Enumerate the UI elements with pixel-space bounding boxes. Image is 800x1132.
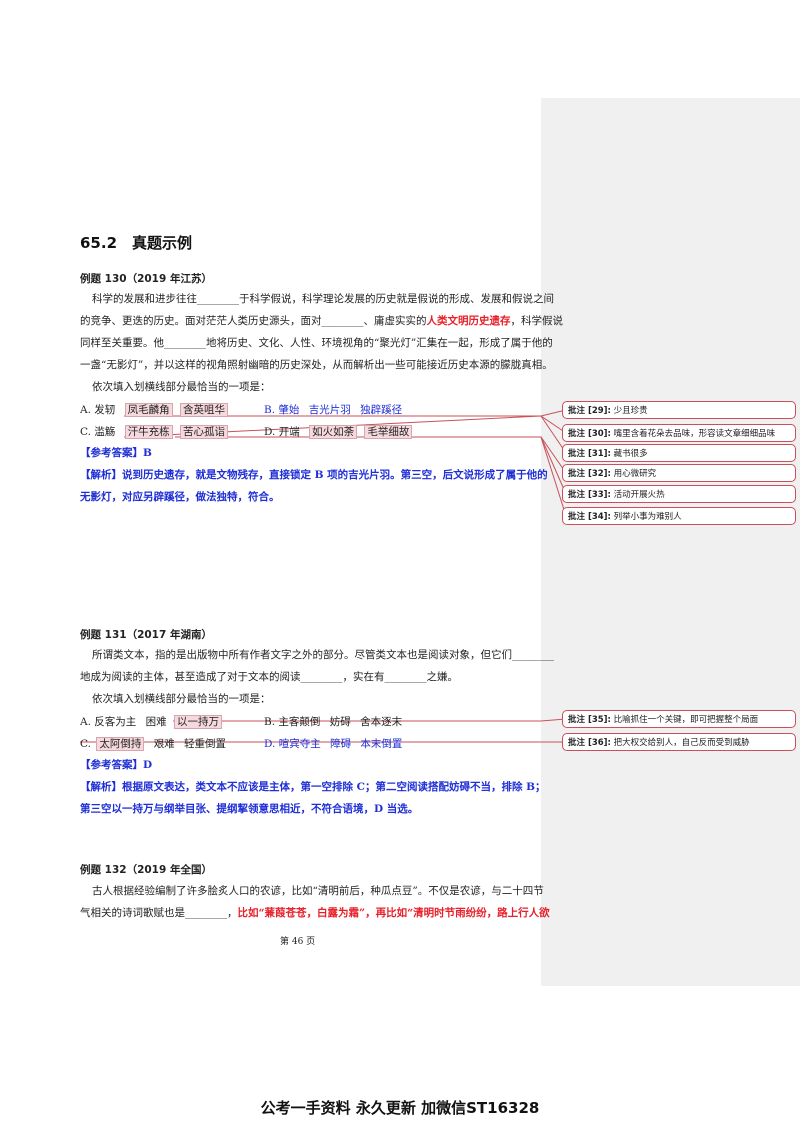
comment-30[interactable]: 批注 [30]: 嘴里含着花朵去品味，形容读文章细细品味 xyxy=(562,424,796,442)
comment-32[interactable]: 批注 [32]: 用心微研究 xyxy=(562,464,796,482)
ex130-paragraph-line-3: 同样至关重要。他________地将历史、文化、人性、环境视角的“聚光灯”汇集在… xyxy=(80,337,553,349)
ex131-prompt: 依次填入划横线部分最恰当的一项是： xyxy=(92,693,271,705)
ex132-paragraph-line-2: 气相关的诗词歌赋也是________，比如“蒹葭苍苍，白露为霜”，再比如“清明时… xyxy=(80,907,550,919)
example-131-title: 例题 131（2017 年湖南） xyxy=(80,629,212,641)
option-c: C. 太阿倒持 艰难 轻重倒置 xyxy=(80,737,227,751)
example-132-title: 例题 132（2019 年全国） xyxy=(80,864,212,876)
page-number: 第 46 页 xyxy=(280,937,316,947)
answer-131: 【参考答案】D xyxy=(80,759,153,771)
section-title: 65.2 真题示例 xyxy=(80,234,193,252)
answer-130: 【参考答案】B xyxy=(80,447,152,459)
comment-pane xyxy=(541,98,800,986)
ex130-prompt: 依次填入划横线部分最恰当的一项是： xyxy=(92,381,271,393)
option-word: 凤毛麟角 xyxy=(124,403,173,417)
comment-31[interactable]: 批注 [31]: 藏书很多 xyxy=(562,444,796,462)
option-word: 含英咀华 xyxy=(179,403,228,417)
highlighted-phrase: 人类文明历史遗存 xyxy=(426,315,511,327)
ex132-paragraph-line-1: 古人根据经验编制了许多脍炙人口的农谚，比如“清明前后，种瓜点豆”。不仅是农谚，与… xyxy=(92,885,544,897)
option-b: B. 主客颠倒 妨碍 舍本逐末 xyxy=(264,716,403,728)
analysis-131-line-2: 第三空以一持万与纲举目张、提纲挈领意思相近，不符合语境，D 当选。 xyxy=(80,803,419,815)
comment-33[interactable]: 批注 [33]: 活动开展火热 xyxy=(562,485,796,503)
option-a: A. 反客为主 困难 以一持万 xyxy=(80,714,222,729)
option-word: 以一持万 xyxy=(173,715,222,729)
ex130-paragraph-line-2: 的竞争、更迭的历史。面对茫茫人类历史源头，面对________、庸虚实实的人类文… xyxy=(80,315,563,327)
option-word: 汗牛充栋 xyxy=(124,425,173,439)
option-a: A. 发轫 凤毛麟角 含英咀华 xyxy=(80,402,228,417)
comment-35[interactable]: 批注 [35]: 比喻抓住一个关键，即可把握整个局面 xyxy=(562,710,796,728)
ex130-paragraph-line-4: 一盏“无影灯”，并以这样的视角照射幽暗的历史深处，从而解析出一些可能接近历史本源… xyxy=(80,359,553,371)
footer-banner: 公考一手资料 永久更新 加微信ST16328 xyxy=(260,1099,540,1117)
option-b: B. 肇始 吉光片羽 独辟蹊径 xyxy=(264,404,403,416)
comment-36[interactable]: 批注 [36]: 把大权交给别人，自己反而受到威胁 xyxy=(562,733,796,751)
option-word: 太阿倒持 xyxy=(96,737,145,751)
example-130-title: 例题 130（2019 年江苏） xyxy=(80,273,212,285)
option-c: C. 滥觞 汗牛充栋 苦心孤诣 xyxy=(80,424,229,439)
analysis-131-line-1: 【解析】根据原文表达，类文本不应该是主体，第一空排除 C；第二空阅读搭配妨碍不当… xyxy=(80,781,546,793)
option-d: D. 喧宾夺主 障碍 本末倒置 xyxy=(264,738,403,750)
analysis-130-line-1: 【解析】说到历史遗存，就是文物残存，直接锁定 B 项的吉光片羽。第三空，后文说形… xyxy=(80,469,548,481)
comment-29[interactable]: 批注 [29]: 少且珍贵 xyxy=(562,401,796,419)
option-d: D. 开端 如火如荼 毛举细故 xyxy=(264,424,413,439)
ex131-paragraph-line-2: 地成为阅读的主体，甚至造成了对于文本的阅读________，实在有_______… xyxy=(80,671,458,683)
comment-34[interactable]: 批注 [34]: 列举小事为难别人 xyxy=(562,507,796,525)
ex131-paragraph-line-1: 所谓类文本，指的是出版物中所有作者文字之外的部分。尽管类文本也是阅读对象，但它们… xyxy=(92,649,554,661)
option-word: 毛举细故 xyxy=(364,425,413,439)
option-word: 如火如荼 xyxy=(309,425,358,439)
analysis-130-line-2: 无影灯，对应另辟蹊径，做法独特，符合。 xyxy=(80,491,280,503)
option-word: 苦心孤诣 xyxy=(180,425,229,439)
ex130-paragraph-line-1: 科学的发展和进步往往________于科学假说，科学理论发展的历史就是假说的形成… xyxy=(92,293,554,305)
